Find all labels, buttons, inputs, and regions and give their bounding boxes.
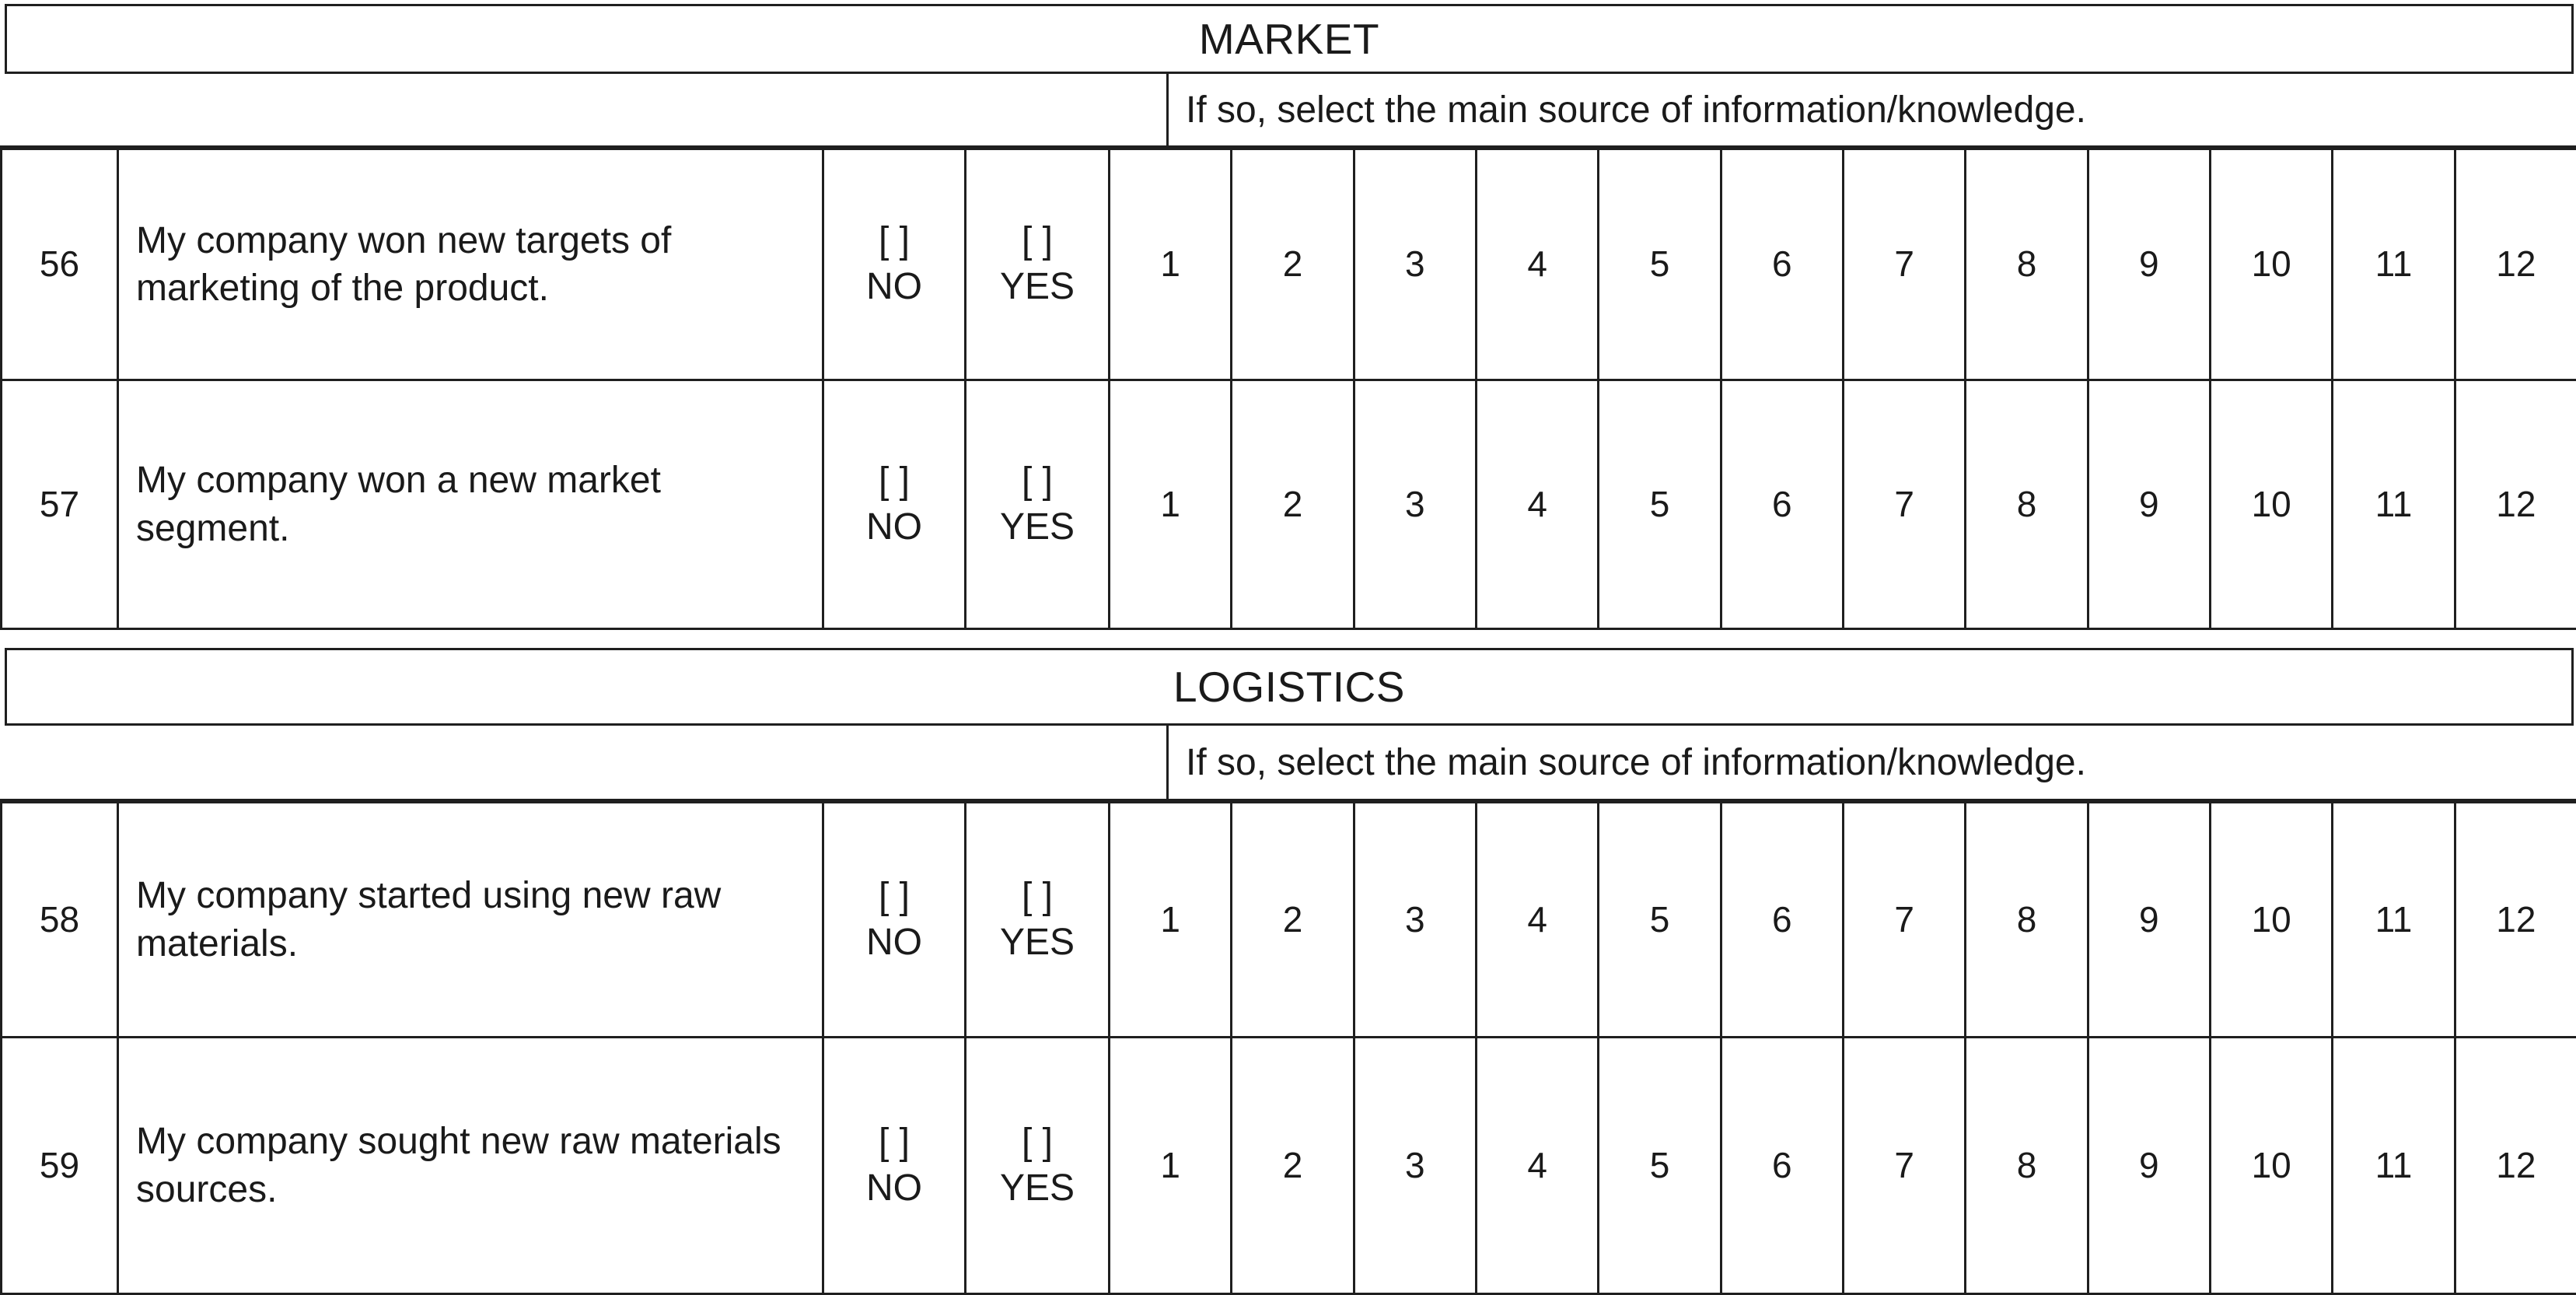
row-option-10[interactable]: 10	[2208, 381, 2332, 630]
row-answer-yes[interactable]: [ ] YES	[964, 148, 1108, 381]
row-option-6[interactable]: 6	[1719, 148, 1842, 381]
row-option-8[interactable]: 8	[1964, 801, 2087, 1038]
row-option-5[interactable]: 5	[1597, 148, 1720, 381]
ifso-note-text-market: If so, select the main source of informa…	[1186, 89, 2086, 131]
row-option-4[interactable]: 4	[1474, 801, 1598, 1038]
ifso-note-logistics: If so, select the main source of informa…	[1166, 726, 2576, 801]
question-table-market: 56 My company won new targets of marketi…	[0, 148, 2576, 630]
row-option-6[interactable]: 6	[1719, 381, 1842, 630]
row-number: 56	[0, 148, 117, 381]
section-title-logistics: LOGISTICS	[1173, 663, 1405, 711]
row-option-6[interactable]: 6	[1719, 1038, 1842, 1295]
row-option-3[interactable]: 3	[1352, 1038, 1475, 1295]
row-statement: My company won a new market segment.	[117, 381, 822, 630]
row-number: 58	[0, 801, 117, 1038]
row-option-10[interactable]: 10	[2208, 1038, 2332, 1295]
row-option-11[interactable]: 11	[2331, 1038, 2454, 1295]
row-option-4[interactable]: 4	[1474, 148, 1598, 381]
row-option-12[interactable]: 12	[2453, 801, 2576, 1038]
row-option-11[interactable]: 11	[2331, 801, 2454, 1038]
row-statement: My company sought new raw materials sour…	[117, 1038, 822, 1295]
row-option-5[interactable]: 5	[1597, 801, 1720, 1038]
row-statement: My company won new targets of marketing …	[117, 148, 822, 381]
row-option-7[interactable]: 7	[1841, 1038, 1965, 1295]
row-option-4[interactable]: 4	[1474, 381, 1598, 630]
row-option-9[interactable]: 9	[2086, 148, 2209, 381]
row-option-1[interactable]: 1	[1108, 1038, 1231, 1295]
row-option-2[interactable]: 2	[1230, 381, 1353, 630]
ifso-strip-market: If so, select the main source of informa…	[0, 74, 2576, 148]
row-option-8[interactable]: 8	[1964, 381, 2087, 630]
row-option-9[interactable]: 9	[2086, 801, 2209, 1038]
row-option-2[interactable]: 2	[1230, 1038, 1353, 1295]
row-option-2[interactable]: 2	[1230, 148, 1353, 381]
row-option-10[interactable]: 10	[2208, 801, 2332, 1038]
row-option-6[interactable]: 6	[1719, 801, 1842, 1038]
row-option-11[interactable]: 11	[2331, 148, 2454, 381]
row-option-12[interactable]: 12	[2453, 381, 2576, 630]
ifso-note-market: If so, select the main source of informa…	[1166, 74, 2576, 148]
row-option-12[interactable]: 12	[2453, 148, 2576, 381]
section-title-market: MARKET	[1198, 15, 1380, 63]
row-option-5[interactable]: 5	[1597, 381, 1720, 630]
row-option-7[interactable]: 7	[1841, 381, 1965, 630]
row-option-3[interactable]: 3	[1352, 148, 1475, 381]
ifso-strip-logistics: If so, select the main source of informa…	[0, 726, 2576, 801]
row-option-9[interactable]: 9	[2086, 381, 2209, 630]
section-banner-logistics: LOGISTICS	[5, 648, 2574, 726]
row-answer-no[interactable]: [ ] NO	[822, 1038, 964, 1295]
row-option-2[interactable]: 2	[1230, 801, 1353, 1038]
row-option-3[interactable]: 3	[1352, 381, 1475, 630]
row-option-3[interactable]: 3	[1352, 801, 1475, 1038]
row-option-7[interactable]: 7	[1841, 148, 1965, 381]
row-option-1[interactable]: 1	[1108, 148, 1231, 381]
row-option-1[interactable]: 1	[1108, 381, 1231, 630]
row-option-12[interactable]: 12	[2453, 1038, 2576, 1295]
row-option-11[interactable]: 11	[2331, 381, 2454, 630]
row-option-5[interactable]: 5	[1597, 1038, 1720, 1295]
section-banner-market: MARKET	[5, 4, 2574, 74]
row-number: 57	[0, 381, 117, 630]
row-answer-yes[interactable]: [ ] YES	[964, 801, 1108, 1038]
row-option-1[interactable]: 1	[1108, 801, 1231, 1038]
row-option-10[interactable]: 10	[2208, 148, 2332, 381]
row-option-7[interactable]: 7	[1841, 801, 1965, 1038]
row-statement: My company started using new raw materia…	[117, 801, 822, 1038]
ifso-note-text-logistics: If so, select the main source of informa…	[1186, 741, 2086, 783]
question-table-logistics: 58 My company started using new raw mate…	[0, 801, 2576, 1295]
row-answer-no[interactable]: [ ] NO	[822, 801, 964, 1038]
row-answer-yes[interactable]: [ ] YES	[964, 1038, 1108, 1295]
ifso-blank-market	[0, 74, 1166, 148]
ifso-blank-logistics	[0, 726, 1166, 801]
row-option-4[interactable]: 4	[1474, 1038, 1598, 1295]
row-answer-no[interactable]: [ ] NO	[822, 148, 964, 381]
row-option-8[interactable]: 8	[1964, 1038, 2087, 1295]
row-answer-no[interactable]: [ ] NO	[822, 381, 964, 630]
row-option-9[interactable]: 9	[2086, 1038, 2209, 1295]
row-answer-yes[interactable]: [ ] YES	[964, 381, 1108, 630]
row-number: 59	[0, 1038, 117, 1295]
row-option-8[interactable]: 8	[1964, 148, 2087, 381]
